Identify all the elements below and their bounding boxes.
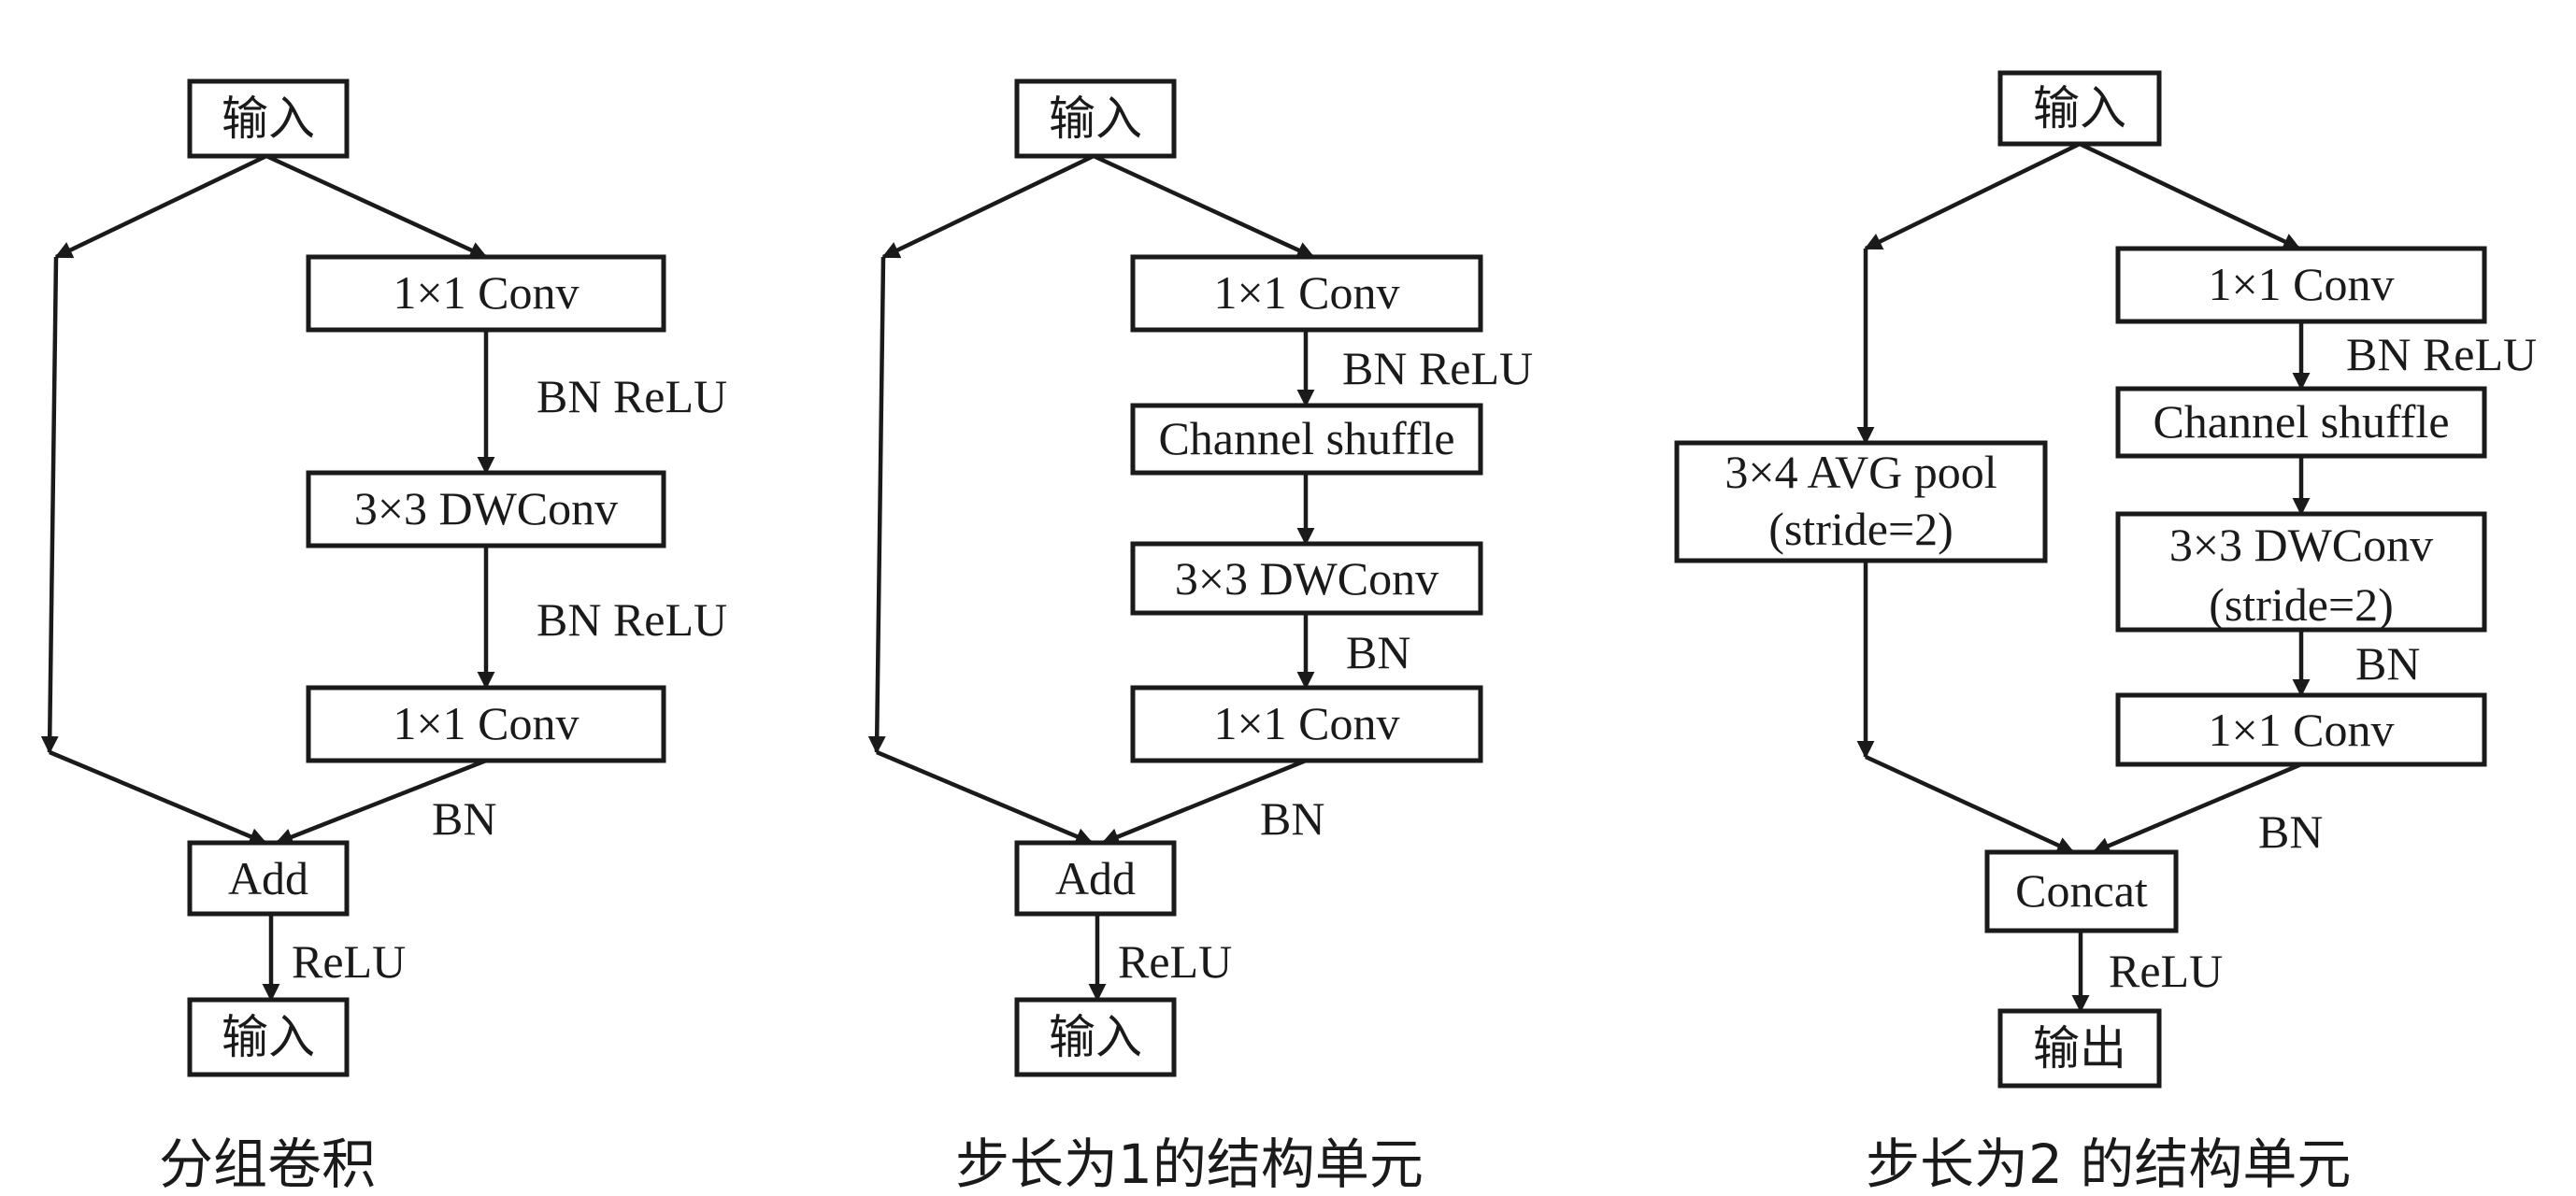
conv1-box	[2115, 246, 2487, 324]
edge-skip-down	[867, 256, 886, 754]
edge-input-to-skip	[881, 153, 1095, 260]
panel-grouped-conv: 输入 1×1 Conv 3×3 DWConv 1×1 Conv Add 输入 B…	[40, 78, 727, 1196]
edge-input-to-conv1	[1093, 153, 1315, 260]
conv2-box	[1130, 685, 1483, 763]
input-label: 输入	[2033, 81, 2126, 135]
add-box	[187, 840, 350, 917]
output-box	[1997, 1008, 2162, 1089]
conv2-label: 1×1 Conv	[2208, 704, 2394, 756]
dwconv-label: 3×3 DWConv	[1175, 552, 1438, 605]
concat-box	[1984, 849, 2179, 933]
bn1-label: BN	[1346, 626, 1410, 678]
conv1-label: 1×1 Conv	[2208, 258, 2394, 310]
input-box	[1014, 78, 1177, 159]
edge-conv2-to-add	[1101, 758, 1307, 846]
edge-input-to-pool	[1864, 141, 2081, 251]
dwconv-box	[2115, 511, 2487, 633]
conv2-label: 1×1 Conv	[1213, 697, 1399, 749]
output-label: 输出	[2033, 1021, 2126, 1075]
input-box	[1997, 70, 2162, 147]
bnrelu1-label: BN ReLU	[537, 370, 727, 422]
caption-stride1-unit: 步长为1的结构单元	[955, 1132, 1424, 1196]
avgpool-box	[1674, 440, 2048, 563]
caption-stride2-unit: 步长为2 的结构单元	[1866, 1132, 2351, 1196]
avgpool-label-line1: 3×4 AVG pool	[1724, 446, 1996, 498]
bn-label: BN	[432, 792, 496, 845]
edge-pool-to-concat	[1865, 754, 2075, 855]
shuffle-box	[2115, 386, 2487, 459]
relu-label: ReLU	[292, 935, 406, 988]
shuffle-label: Channel shuffle	[1158, 412, 1454, 464]
edge-skip-to-add	[876, 749, 1094, 846]
conv1-box	[1130, 254, 1483, 333]
add-label: Add	[228, 852, 308, 904]
add-box	[1014, 840, 1177, 917]
output-box	[1014, 997, 1177, 1077]
output-box	[187, 997, 350, 1077]
avgpool-label-line2: (stride=2)	[1768, 503, 1953, 555]
panel-stride2-unit: 输入 3×4 AVG pool (stride=2) 1×1 Conv Chan…	[1674, 70, 2537, 1196]
bn2-label: BN	[1260, 792, 1324, 845]
edge-input-to-conv1	[2079, 141, 2301, 251]
dwconv-label: 3×3 DWConv	[354, 482, 618, 534]
conv1-label: 1×1 Conv	[393, 266, 579, 319]
dwconv-label-line2: (stride=2)	[2209, 578, 2394, 631]
edge-skip-down	[40, 256, 59, 754]
bnrelu-label: BN ReLU	[2346, 328, 2537, 380]
bn2-label: BN	[2258, 805, 2323, 858]
conv1-label: 1×1 Conv	[1213, 266, 1399, 319]
panel-stride1-unit: 输入 1×1 Conv Channel shuffle 3×3 DWConv 1…	[867, 78, 1533, 1196]
dwconv-box	[1130, 541, 1483, 616]
bn1-label: BN	[2355, 637, 2420, 690]
conv2-box	[2115, 692, 2487, 767]
edge-skip-to-add	[49, 749, 267, 846]
shuffle-label: Channel shuffle	[2153, 395, 2449, 448]
dwconv-label-line1: 3×3 DWConv	[2169, 519, 2433, 571]
edge-input-to-skip	[54, 153, 267, 260]
conv2-box	[306, 685, 666, 763]
conv2-label: 1×1 Conv	[393, 697, 579, 749]
dwconv-box	[306, 470, 666, 548]
output-label: 输入	[1049, 1010, 1142, 1064]
caption-grouped-conv: 分组卷积	[159, 1132, 376, 1196]
output-label: 输入	[222, 1010, 315, 1064]
input-label: 输入	[222, 92, 315, 146]
edge-conv2-to-concat	[2092, 762, 2302, 855]
concat-label: Concat	[2015, 864, 2148, 917]
input-label: 输入	[1049, 92, 1142, 146]
bnrelu-label: BN ReLU	[1342, 342, 1533, 394]
relu-label: ReLU	[2109, 945, 2223, 997]
conv1-box	[306, 254, 666, 333]
edge-conv2-to-add	[275, 758, 487, 846]
shuffle-box	[1130, 403, 1483, 476]
input-box	[187, 78, 350, 159]
bnrelu2-label: BN ReLU	[537, 593, 727, 646]
add-label: Add	[1055, 852, 1136, 904]
edge-input-to-conv1	[265, 153, 488, 260]
relu-label: ReLU	[1118, 935, 1232, 988]
